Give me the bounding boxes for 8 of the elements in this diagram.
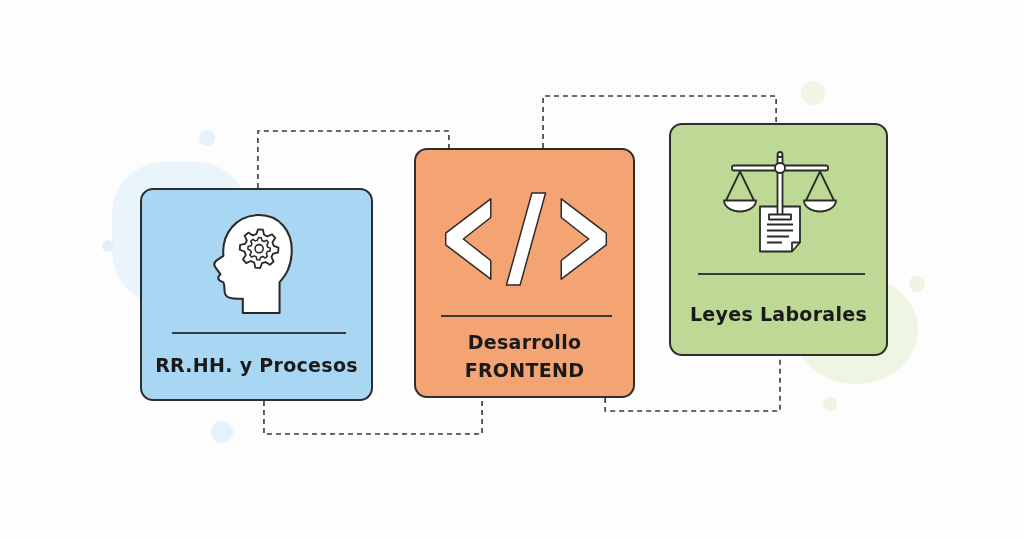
category-card: [414, 148, 635, 398]
card-title: Desarrollo FRONTEND: [463, 330, 586, 383]
dashed-connector: [257, 130, 450, 189]
card-title: Leyes Laborales: [689, 302, 868, 327]
category-card: [669, 123, 888, 356]
dashed-connector: [542, 95, 777, 149]
card-title: RR.HH. y Procesos: [155, 353, 358, 378]
category-card: [140, 188, 373, 401]
